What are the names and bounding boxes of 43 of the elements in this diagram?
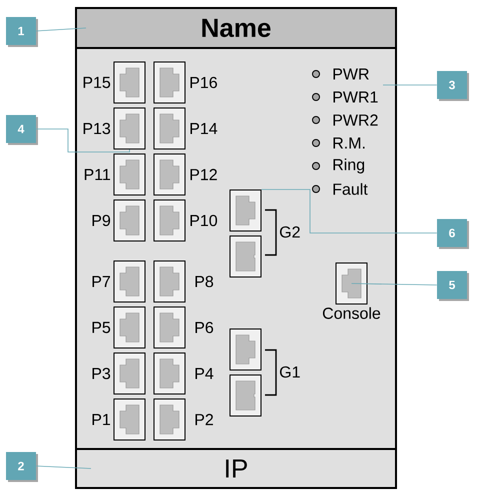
led-label: PWR — [334, 68, 369, 80]
callout-number: 1 — [6, 17, 38, 47]
port-label: P10 — [190, 214, 218, 226]
callout-number: 5 — [437, 271, 469, 301]
group-label: G1 — [280, 366, 300, 378]
port — [230, 236, 262, 278]
port-label: P13 — [84, 122, 110, 134]
group-label: G2 — [280, 226, 300, 238]
callout-number: 3 — [437, 71, 469, 101]
port-label: P2 — [196, 414, 213, 426]
header-band: Name — [75, 7, 397, 49]
footer-band: IP — [75, 448, 397, 489]
port-label: P14 — [190, 123, 218, 134]
port-label: P7 — [92, 276, 110, 287]
leader-line — [382, 84, 438, 86]
port-label: P1 — [92, 414, 110, 425]
led-label: PWR2 — [334, 114, 378, 126]
port — [230, 328, 262, 370]
leader-line — [261, 189, 438, 234]
port-label: P3 — [92, 368, 110, 380]
leader-line — [351, 283, 438, 286]
port — [230, 374, 262, 416]
leader-line — [36, 128, 130, 152]
led-label: Fault — [334, 183, 368, 195]
led-label: PWR1 — [334, 92, 378, 102]
port-label: P16 — [190, 76, 217, 88]
leader-line — [36, 466, 92, 469]
port-label: P5 — [92, 322, 110, 334]
port-label: Console — [322, 307, 380, 319]
callout-number: 2 — [6, 452, 38, 482]
port-label: P15 — [84, 76, 110, 88]
port — [230, 190, 262, 232]
leader-line — [36, 28, 86, 32]
led-label: Ring — [334, 158, 364, 174]
port-label: P6 — [196, 322, 214, 334]
led-label: R.M. — [334, 138, 364, 148]
port-label: P12 — [190, 168, 217, 180]
callout-number: 4 — [6, 115, 38, 145]
port-label: P4 — [196, 368, 214, 379]
port-label: P11 — [84, 169, 110, 180]
callout-number: 6 — [437, 219, 469, 249]
port-label: P8 — [196, 276, 214, 288]
port-label: P9 — [92, 214, 110, 226]
